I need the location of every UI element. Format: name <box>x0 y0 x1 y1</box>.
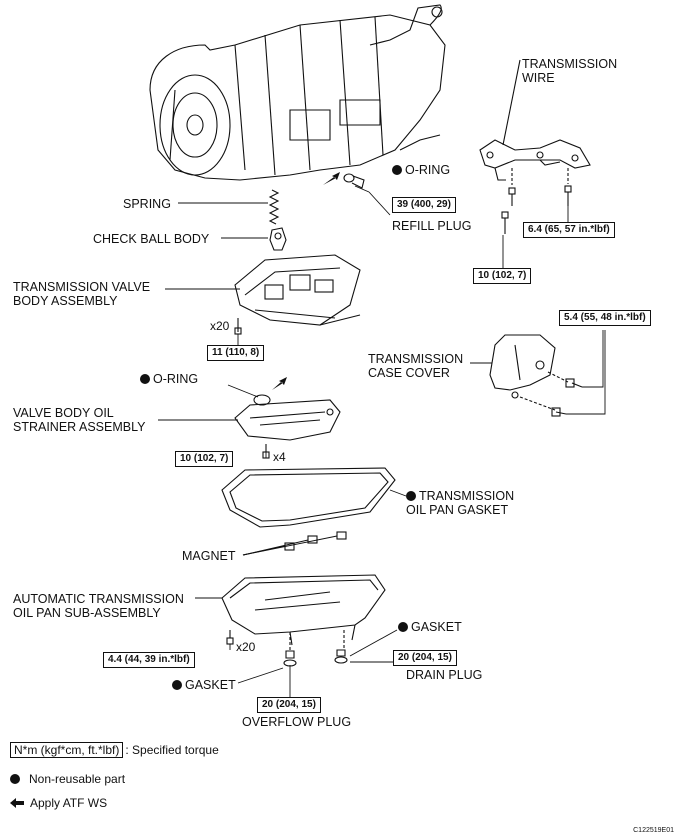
label-magnet: MAGNET <box>182 549 236 563</box>
left-arrow-icon <box>10 798 24 808</box>
label-o-ring-top: O-RING <box>392 163 450 177</box>
magnets-drawing <box>284 531 347 551</box>
transmission-wire-drawing <box>479 59 591 181</box>
label-drain-plug: DRAIN PLUG <box>406 668 483 682</box>
label-spring: SPRING <box>123 197 171 211</box>
oil-pan-bolt-drawing <box>226 630 234 645</box>
figure-reference: C122519E01 <box>633 827 674 834</box>
non-reusable-dot-icon <box>392 165 402 175</box>
non-reusable-dot-icon <box>172 680 182 690</box>
label-oil-pan: AUTOMATIC TRANSMISSION OIL PAN SUB-ASSEM… <box>13 592 184 620</box>
torque-valve-body: 11 (110, 8) <box>207 345 265 361</box>
filled-circle-icon <box>10 774 20 784</box>
check-ball-body-drawing <box>269 227 287 251</box>
torque-overflow-plug: 20 (204, 15) <box>257 697 321 713</box>
label-pan-gasket: TRANSMISSION OIL PAN GASKET <box>406 489 514 517</box>
non-reusable-dot-icon <box>140 374 150 384</box>
valve-body-drawing <box>234 254 361 326</box>
legend-torque-unit: N*m (kgf*cm, ft.*lbf) <box>10 742 124 758</box>
multiplier-strainer: x4 <box>273 450 286 464</box>
multiplier-valve-body: x20 <box>210 319 230 333</box>
valve-body-bolt-drawing <box>234 318 242 335</box>
legend-non-reusable: Non-reusable part <box>10 772 125 786</box>
overflow-plug-drawing <box>283 632 297 667</box>
label-o-ring-mid-text: O-RING <box>153 372 199 386</box>
label-gasket-left-text: GASKET <box>185 678 236 692</box>
legend-torque: N*m (kgf*cm, ft.*lbf) : Specified torque <box>10 742 219 758</box>
pan-gasket-drawing <box>221 467 396 528</box>
torque-strainer: 10 (102, 7) <box>175 451 234 467</box>
label-gasket-right-text: GASKET <box>411 620 462 634</box>
label-valve-body-assembly: TRANSMISSION VALVE BODY ASSEMBLY <box>13 280 151 308</box>
oil-pan-drawing <box>221 574 386 646</box>
label-check-ball-body: CHECK BALL BODY <box>93 232 210 246</box>
non-reusable-dot-icon <box>398 622 408 632</box>
case-cover-bolts-drawing <box>519 371 583 417</box>
torque-wire-bolt-left: 10 (102, 7) <box>473 268 532 284</box>
label-gasket-left: GASKET <box>172 678 236 692</box>
legend-non-reusable-text: Non-reusable part <box>29 772 126 786</box>
torque-case-cover: 5.4 (55, 48 in.*lbf) <box>559 310 651 326</box>
legend-apply-atf: Apply ATF WS <box>10 796 107 810</box>
apply-atf-arrows <box>272 172 340 390</box>
drain-plug-drawing <box>334 630 348 664</box>
torque-drain-plug: 20 (204, 15) <box>393 650 457 666</box>
torque-wire-bolt-right: 6.4 (65, 57 in.*lbf) <box>523 222 615 238</box>
strainer-drawing <box>234 399 341 441</box>
spring-drawing <box>268 189 280 225</box>
label-gasket-right: GASKET <box>398 620 462 634</box>
label-o-ring-mid: O-RING <box>140 372 198 386</box>
non-reusable-dot-icon <box>406 491 416 501</box>
label-transmission-wire: TRANSMISSION WIRE <box>522 57 618 85</box>
leader-lines <box>158 185 606 697</box>
legend-torque-desc: : Specified torque <box>125 743 219 757</box>
torque-refill-plug: 39 (400, 29) <box>392 197 456 213</box>
label-overflow-plug: OVERFLOW PLUG <box>242 715 352 729</box>
torque-oil-pan: 4.4 (44, 39 in.*lbf) <box>103 652 195 668</box>
case-cover-drawing <box>489 334 556 399</box>
label-strainer: VALVE BODY OIL STRAINER ASSEMBLY <box>13 406 146 434</box>
transmission-housing-drawing <box>149 4 446 181</box>
refill-plug-drawing <box>343 173 365 189</box>
label-case-cover: TRANSMISSION CASE COVER <box>368 352 464 380</box>
wire-bolts-drawing <box>501 168 572 234</box>
o-ring-mid-drawing <box>253 394 271 406</box>
label-o-ring-top-text: O-RING <box>405 163 451 177</box>
label-refill-plug: REFILL PLUG <box>392 219 472 233</box>
label-pan-gasket-text: TRANSMISSION OIL PAN GASKET <box>406 489 515 517</box>
multiplier-oil-pan: x20 <box>236 640 256 654</box>
legend-apply-atf-text: Apply ATF WS <box>30 796 108 810</box>
